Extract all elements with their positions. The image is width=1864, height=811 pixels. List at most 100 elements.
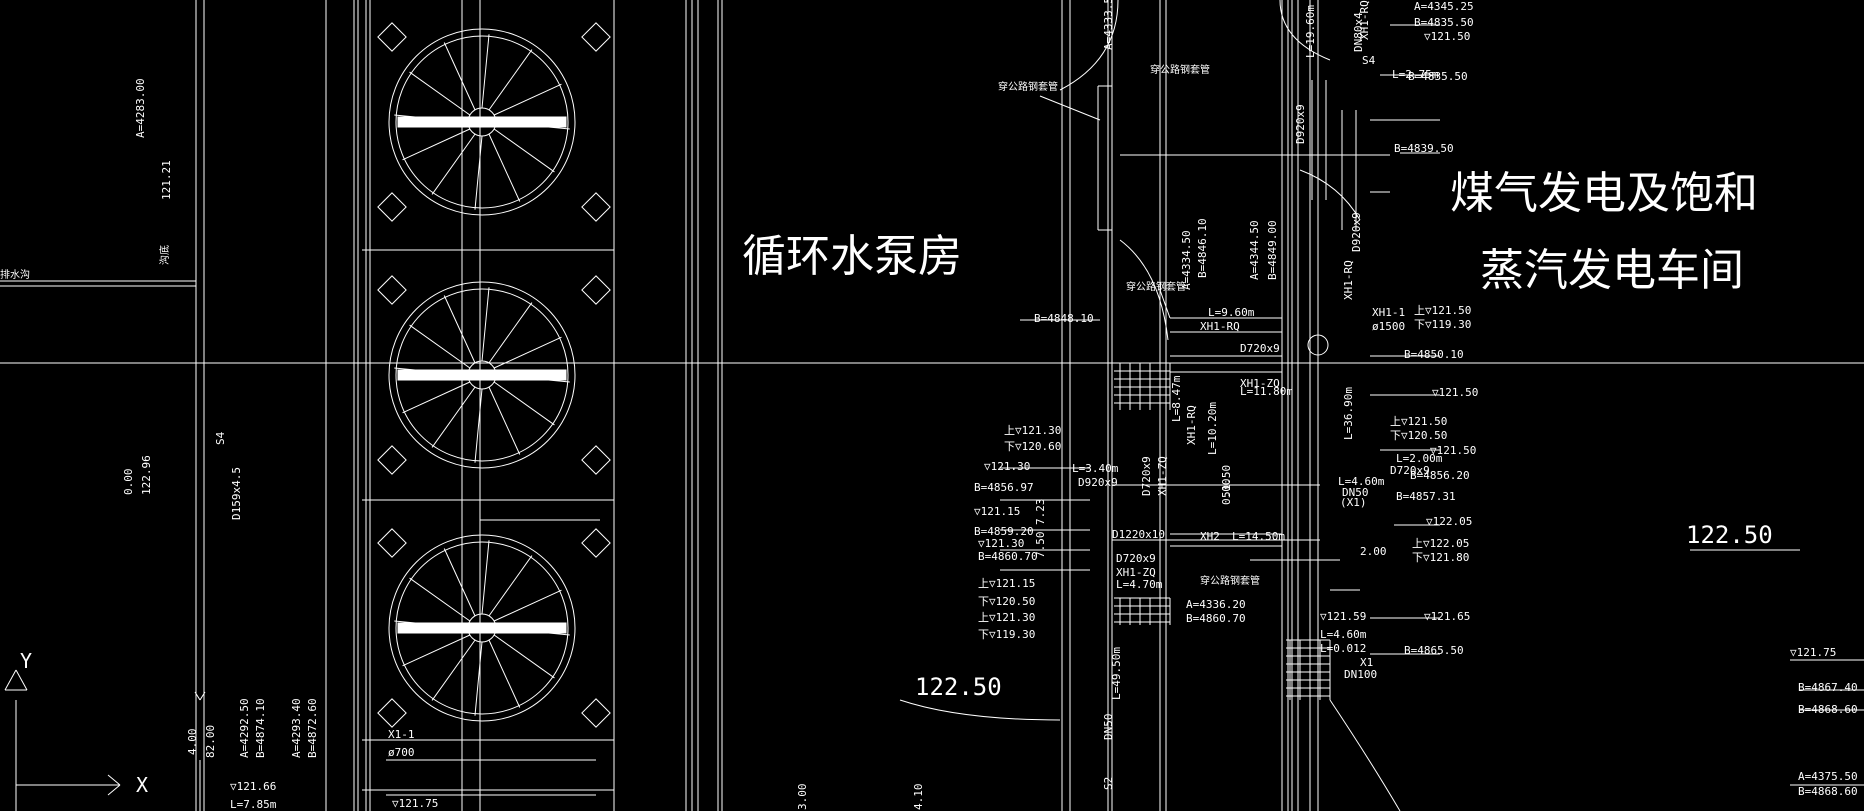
annotation-label: DN50 xyxy=(1102,714,1115,741)
annotation-label: B=4860.70 xyxy=(1186,612,1246,625)
dim-label: D159x4.5 xyxy=(230,467,243,520)
fan-blade xyxy=(431,639,476,701)
dim-label: S4 xyxy=(214,431,227,445)
drain-ditch-label: 排水沟 xyxy=(0,268,30,281)
drawing-line xyxy=(4,669,17,691)
fan-blade xyxy=(493,634,555,679)
annotation-label: B=4865.50 xyxy=(1404,644,1464,657)
drawing-line xyxy=(1159,289,1171,319)
annotation-label: XH1-1 xyxy=(1372,306,1405,319)
fan-blade xyxy=(443,295,476,364)
fan-blade xyxy=(488,302,533,364)
dim-label: 0.00 xyxy=(122,469,135,496)
level-label: ▽121.75 xyxy=(392,797,438,810)
annotation-label: L=19.60m xyxy=(1304,5,1317,58)
annotation-label: DN100 xyxy=(1344,668,1377,681)
drawing-line xyxy=(107,784,121,796)
annotation-label: B=4846.10 xyxy=(1196,218,1209,278)
drawing-line xyxy=(1299,169,1361,221)
annotation-label: 下▽119.30 xyxy=(978,628,1035,641)
annotation-label: L=2.00m xyxy=(1396,452,1443,465)
level-label: ▽121.66 xyxy=(230,780,276,793)
node-label: X1-1 xyxy=(388,728,415,741)
grille-mark xyxy=(377,22,407,52)
annotation-label: A=4333.50 xyxy=(1102,0,1115,50)
annotation-label: XH1-RQ xyxy=(1358,0,1371,40)
annotation-label: 下▽120.60 xyxy=(1004,440,1061,453)
fan-blade xyxy=(431,386,476,448)
grille-mark xyxy=(377,192,407,222)
length-label: L=7.85m xyxy=(230,798,277,811)
cooling-fan xyxy=(395,288,569,462)
annotation-label: DN50 xyxy=(1342,486,1369,499)
generator-hall-title-line1: 煤气发电及饱和 xyxy=(1450,168,1758,219)
annotation-label: B=4867.40 xyxy=(1798,681,1858,694)
annotation-label: L=11.80m xyxy=(1240,385,1293,398)
dim-label: A=4293.40 xyxy=(290,698,303,758)
annotation-label: A=4375.50 xyxy=(1798,770,1858,783)
annotation-label: 上▽121.30 xyxy=(1004,424,1061,437)
fan-blade xyxy=(488,555,533,617)
casing-pipe-note: 穿公路钢套管 xyxy=(1200,574,1260,587)
dim-label: A=4283.00 xyxy=(134,78,147,138)
annotation-label: B=4856.97 xyxy=(974,481,1034,494)
annotation-label: D720x9 xyxy=(1140,456,1153,496)
annotation-label: 上▽121.50 xyxy=(1390,415,1447,428)
dim-label: 4.10 xyxy=(912,784,925,811)
fan-shaft xyxy=(397,116,567,128)
annotation-label: L=49.50m xyxy=(1110,647,1123,700)
annotation-label: A=4345.25 xyxy=(1414,0,1474,13)
annotation-label: L=4.60m xyxy=(1338,475,1385,488)
grille-mark xyxy=(581,275,611,305)
cooling-fan xyxy=(388,281,576,469)
drawing-line xyxy=(1039,95,1101,121)
fan-blade xyxy=(481,540,490,615)
annotation-label: XH2 xyxy=(1200,530,1220,543)
annotation-label: XH1-RQ xyxy=(1185,405,1198,445)
fan-blade xyxy=(493,128,555,173)
fan-blade xyxy=(443,548,476,617)
cooling-fan xyxy=(388,534,576,722)
fan-blade xyxy=(409,71,471,116)
annotation-label: 上▽121.30 xyxy=(978,611,1035,624)
fan-blade xyxy=(431,133,476,195)
fan-blade xyxy=(481,287,490,362)
dim-label: B=4872.60 xyxy=(306,698,319,758)
annotation-label: X1 xyxy=(1360,656,1373,669)
annotation-label: ▽122.05 xyxy=(1426,515,1472,528)
annotation-label: DN80x4 xyxy=(1352,12,1365,52)
grille-mark xyxy=(581,698,611,728)
annotation-label: 0.00 xyxy=(1220,479,1233,506)
fan-blade xyxy=(481,34,490,109)
annotation-label: B=4857.31 xyxy=(1396,490,1456,503)
annotation-label: ▽121.50 xyxy=(1430,444,1476,457)
drawing-line xyxy=(1279,0,1331,61)
grille-mark xyxy=(581,445,611,475)
annotation-label: B=4835.50 xyxy=(1408,70,1468,83)
fan-blade xyxy=(474,388,483,463)
annotation-label: ▽121.50 xyxy=(1432,386,1478,399)
annotation-label: D720x9 xyxy=(1390,464,1430,477)
fan-blade xyxy=(488,49,533,111)
annotation-label: 下▽120.50 xyxy=(1390,429,1447,442)
annotation-label: ▽121.50 xyxy=(1424,30,1470,43)
fan-shaft xyxy=(397,622,567,634)
annotation-label: XH1-ZQ xyxy=(1116,566,1156,579)
grille-mark xyxy=(377,275,407,305)
fan-blade xyxy=(474,641,483,716)
fan-blade xyxy=(493,589,562,622)
cooling-fan xyxy=(388,28,576,216)
annotation-label: B=4850.10 xyxy=(1404,348,1464,361)
annotation-label: ▽121.30 xyxy=(984,460,1030,473)
annotation-label: 下▽119.30 xyxy=(1414,318,1471,331)
annotation-label: L=0.012 xyxy=(1320,642,1366,655)
annotation-label: A=4336.20 xyxy=(1186,598,1246,611)
annotation-label: L=9.60m xyxy=(1208,306,1255,319)
pump-house-title: 循环水泵房 xyxy=(742,231,962,282)
annotation-label: L=36.90m xyxy=(1342,387,1355,440)
annotation-label: D920x9 xyxy=(1350,212,1363,252)
annotation-label: XH1-RQ xyxy=(1342,260,1355,300)
annotation-label: ▽121.59 xyxy=(1320,610,1366,623)
drawing-line xyxy=(15,669,28,691)
fan-blade xyxy=(488,386,521,455)
